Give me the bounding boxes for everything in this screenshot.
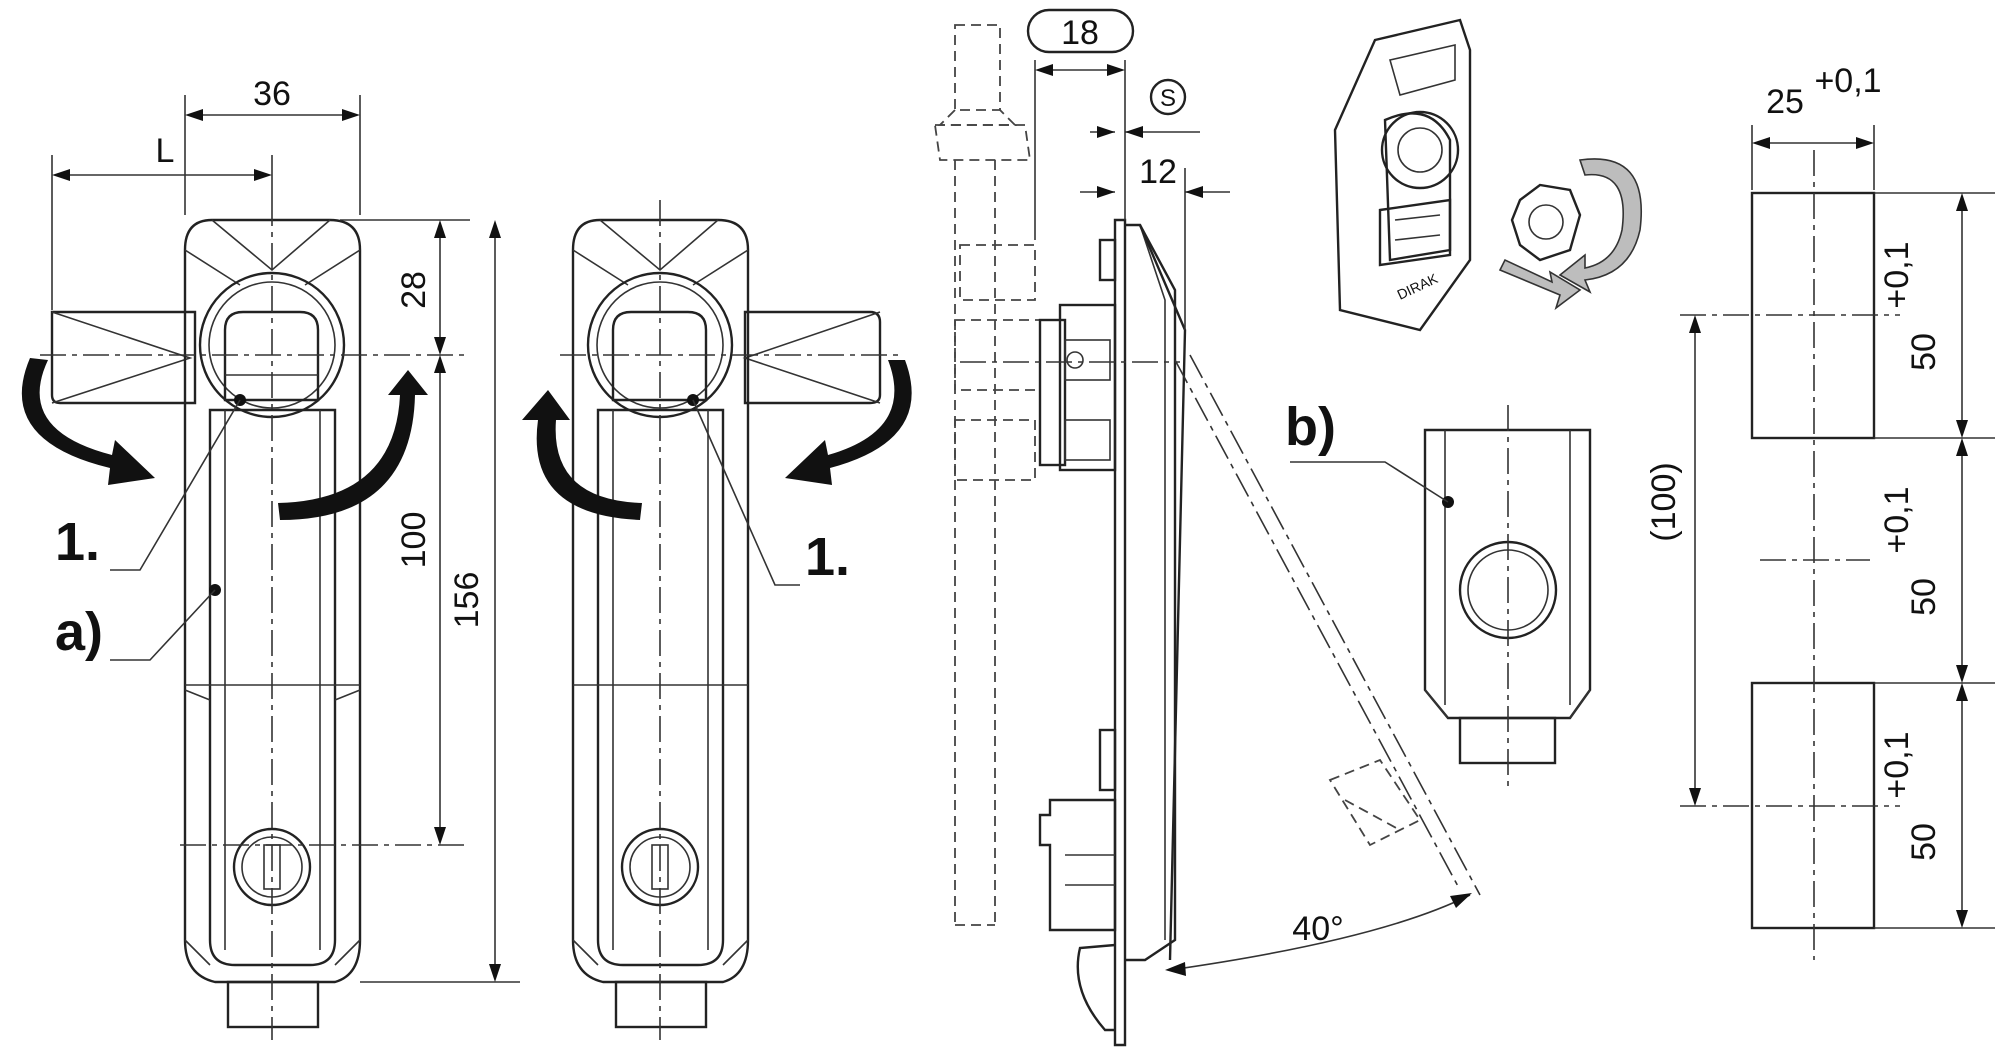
panel-cutout-view: [1680, 125, 1995, 960]
dim-offset-l: L: [156, 132, 175, 170]
dim-depth-18: 18: [1061, 14, 1099, 52]
side-view: [933, 8, 1481, 1047]
dim-cutout-height-1: 50: [1905, 333, 1943, 371]
dim-cutout-height-2: 50: [1905, 578, 1943, 616]
dim-height-156: 156: [448, 572, 486, 629]
dim-cutout-height-2-tol: +0,1: [1878, 486, 1916, 553]
symbol-s: S: [1160, 85, 1176, 112]
front-view-left: [21, 200, 470, 1040]
callout-1-right: 1.: [805, 527, 850, 587]
isometric-mechanism-view: DIRAK: [1333, 18, 1642, 332]
dim-cutout-height-3: 50: [1905, 823, 1943, 861]
front-view-right: [522, 200, 912, 1040]
dim-cutout-width-tol: +0,1: [1814, 62, 1881, 100]
callout-a: a): [55, 602, 103, 662]
dim-angle-40: 40°: [1292, 910, 1343, 948]
dim-cutout-width: 25: [1766, 83, 1804, 121]
dim-depth-12: 12: [1139, 153, 1177, 191]
dim-width-36: 36: [253, 75, 291, 113]
dim-cutout-height-1-tol: +0,1: [1878, 241, 1916, 308]
dim-cutout-height-3-tol: +0,1: [1878, 731, 1916, 798]
dimension-lines-left: [51, 95, 520, 983]
dim-height-100: 100: [395, 512, 433, 569]
dim-height-28: 28: [395, 271, 433, 309]
product-marking: DIRAK: [1395, 270, 1441, 303]
dim-pitch-100: (100): [1645, 462, 1683, 541]
detail-view-b: [1290, 405, 1592, 790]
callout-1-left: 1.: [55, 512, 100, 572]
callout-b: b): [1285, 397, 1336, 457]
